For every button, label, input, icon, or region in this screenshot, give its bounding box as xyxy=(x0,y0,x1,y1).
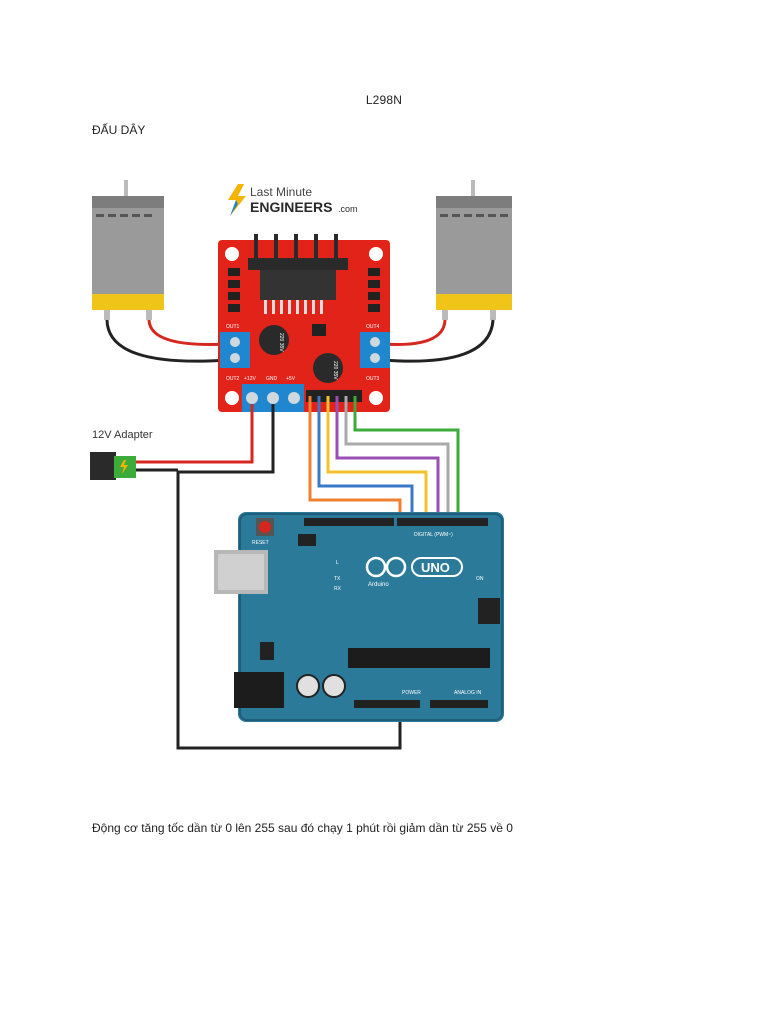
digital-label: DIGITAL (PWM~) xyxy=(414,532,453,538)
last-minute-engineers-logo: Last Minute ENGINEERS .com xyxy=(228,184,358,216)
arduino-uno-board: RESET DIGITAL (PWM~) UNO Arduino L TX RX… xyxy=(214,512,504,722)
capacitor-label-2: 220 35V xyxy=(332,361,338,380)
v12-label: +12V xyxy=(244,376,256,382)
power-label: POWER xyxy=(402,690,421,696)
uno-label: UNO xyxy=(421,560,450,575)
wiring-diagram-svg: Last Minute ENGINEERS .com xyxy=(90,180,512,750)
out4-label: OUT4 xyxy=(366,324,380,330)
analog-label: ANALOG IN xyxy=(454,690,482,696)
lightning-icon xyxy=(228,184,246,216)
v5-label: +5V xyxy=(286,376,296,382)
reset-label: RESET xyxy=(252,540,269,546)
rx-label: RX xyxy=(334,586,342,592)
arduino-brand: Arduino xyxy=(368,582,389,588)
l298n-driver-board: 220 35V 220 35V OUT1 OUT2 OUT4 OUT3 +12V… xyxy=(218,234,390,412)
12v-adapter-jack xyxy=(90,452,136,480)
description-paragraph: Động cơ tăng tốc dần từ 0 lên 255 sau đó… xyxy=(92,821,513,835)
on-label: ON xyxy=(476,576,484,582)
tx-label: TX xyxy=(334,576,341,582)
motor-left xyxy=(92,180,164,320)
section-heading: ĐẤU DÂY xyxy=(92,123,146,137)
wiring-diagram: Last Minute ENGINEERS .com xyxy=(78,172,518,762)
motor-right xyxy=(436,180,512,320)
out1-label: OUT1 xyxy=(226,324,240,330)
out3-label: OUT3 xyxy=(366,376,380,382)
adapter-label: 12V Adapter xyxy=(92,429,153,441)
power-icon xyxy=(120,460,128,474)
out2-label: OUT2 xyxy=(226,376,240,382)
reset-button-icon xyxy=(259,521,271,533)
gnd-label: GND xyxy=(266,376,278,382)
led-l-label: L xyxy=(336,560,339,566)
page-title: L298N xyxy=(365,93,403,107)
power-wires xyxy=(136,404,402,750)
logo-line1: Last Minute xyxy=(250,185,312,199)
logo-suffix: .com xyxy=(338,204,358,214)
logo-line2: ENGINEERS xyxy=(250,199,332,215)
capacitor-label-1: 220 35V xyxy=(278,333,284,352)
arduino-logo: UNO Arduino xyxy=(365,556,463,588)
signal-wires xyxy=(308,396,460,522)
motor-wires xyxy=(105,319,495,363)
